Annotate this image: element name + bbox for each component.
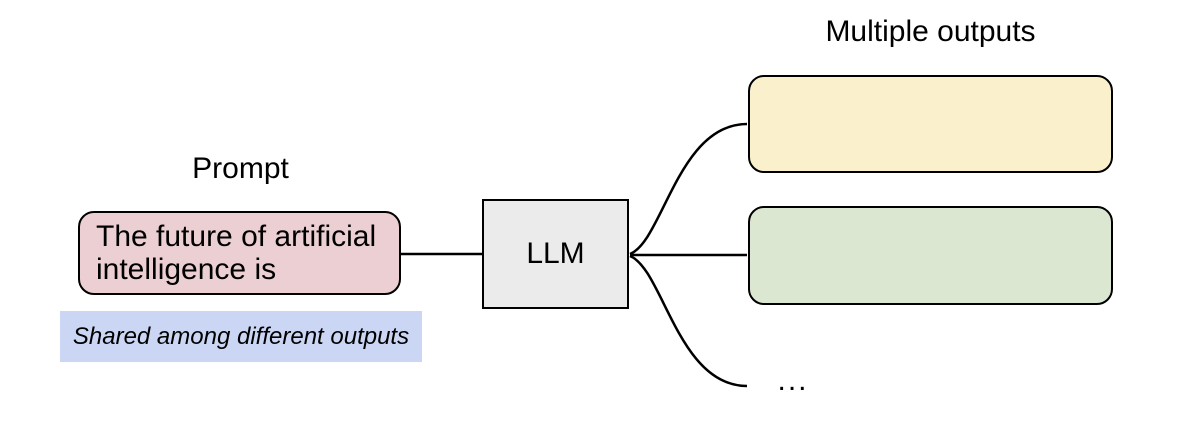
shared-prompt-note: Shared among different outputs (60, 311, 422, 362)
more-outputs-ellipsis: ... (777, 364, 809, 397)
multiple-outputs-label: Multiple outputs (825, 15, 1036, 48)
connector-llm-to-ellipsis (629, 254, 748, 388)
output-box-1 (748, 75, 1113, 173)
llm-box: LLM (482, 199, 629, 309)
prompt-box: The future of artificial intelligence is (78, 211, 401, 295)
output-box-2 (748, 206, 1113, 305)
prompt-label: Prompt (192, 152, 289, 185)
prompt-text: The future of artificial intelligence is (96, 220, 377, 286)
connector-llm-to-output-top (629, 122, 748, 256)
